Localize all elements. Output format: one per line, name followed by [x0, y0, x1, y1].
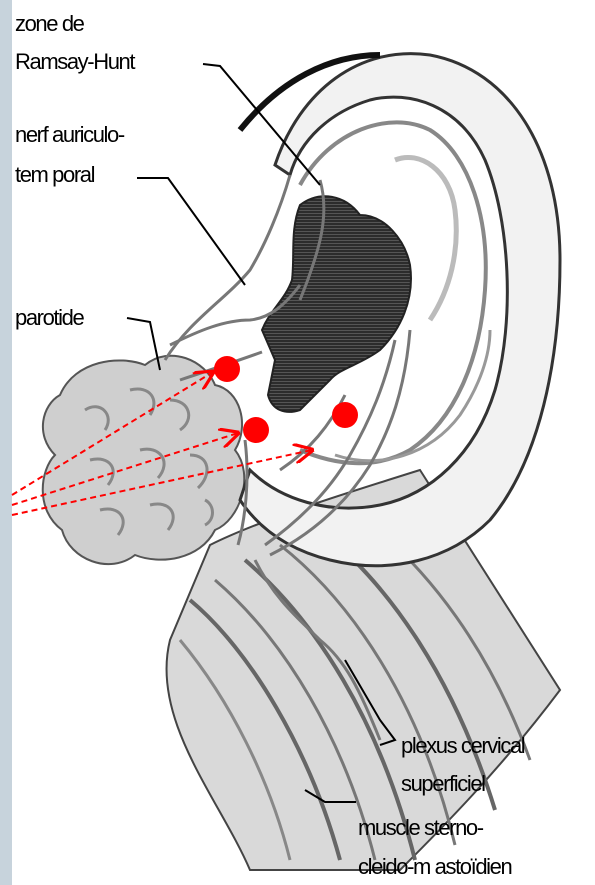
- label-plexus-line2: superficiel: [401, 772, 485, 796]
- label-plexus-line1: plexus cervical: [401, 734, 524, 758]
- marker-dot-2: [243, 417, 269, 443]
- label-auriculo-temporal-line1: nerf auriculo-: [15, 123, 124, 147]
- label-muscle-line2: cleido-m astoïdien: [358, 855, 511, 879]
- label-ramsay-hunt-line1: zone de: [15, 12, 84, 36]
- marker-dot-3: [332, 402, 358, 428]
- parotid-gland: [43, 356, 245, 564]
- label-ramsay-hunt-line2: Ramsay-Hunt: [15, 50, 134, 74]
- label-auriculo-temporal-line2: tem poral: [15, 163, 94, 187]
- label-muscle-line1: muscle sterno-: [358, 816, 483, 840]
- marker-dot-1: [214, 356, 240, 382]
- label-parotide: parotide: [15, 306, 83, 330]
